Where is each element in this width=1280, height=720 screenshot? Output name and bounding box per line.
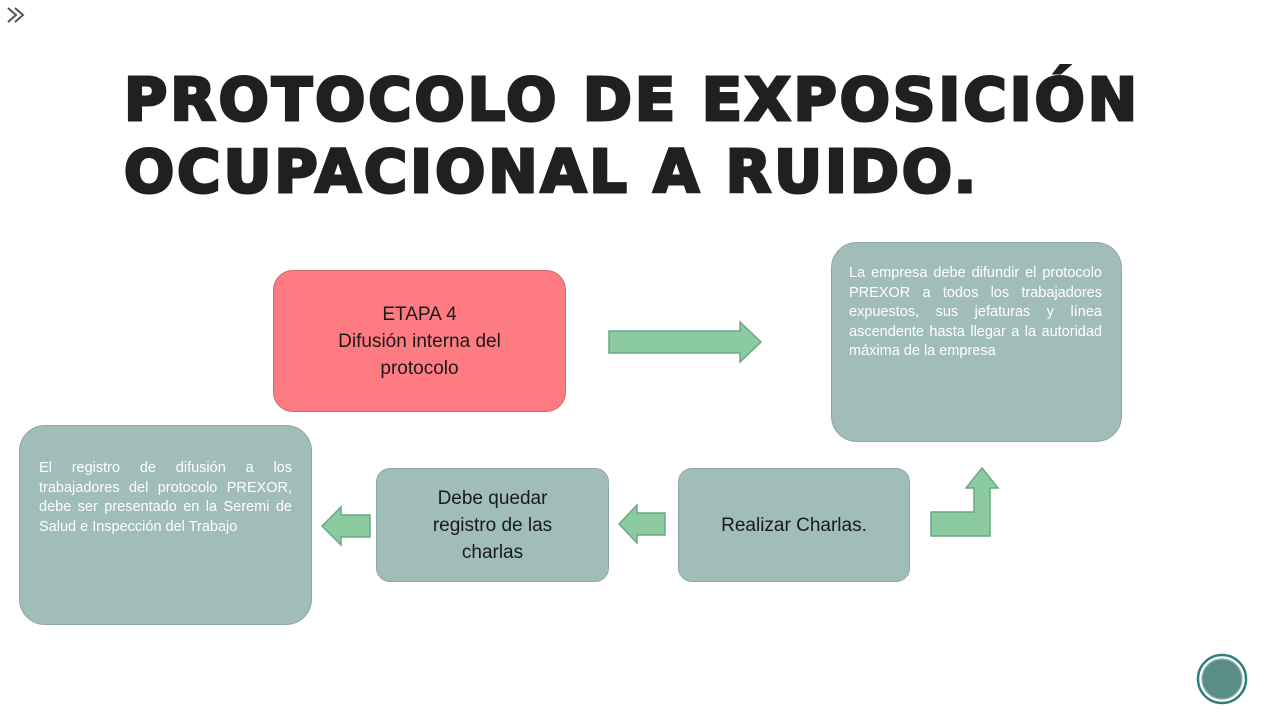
record-line-2: registro de las — [432, 514, 553, 536]
turn-arrow-icon — [930, 466, 1000, 537]
company-diffusion-text: La empresa debe difundir el protocolo PR… — [849, 265, 1102, 359]
record-line-1: Debe quedar — [437, 487, 548, 509]
stage-label: ETAPA 4 — [382, 303, 457, 325]
talks-box: Realizar Charlas. — [678, 468, 910, 582]
right-arrow-icon — [608, 320, 763, 364]
stage-title-line-2: protocolo — [380, 357, 459, 379]
slide-corner-icon — [7, 7, 25, 23]
left-arrow-icon — [320, 505, 371, 547]
title-line-2: OCUPACIONAL A RUIDO. — [122, 136, 980, 208]
title-line-1: PROTOCOLO DE EXPOSICIÓN — [122, 64, 1141, 136]
stage-title-line-1: Difusión interna del — [338, 330, 501, 352]
talks-text: Realizar Charlas. — [721, 514, 867, 536]
seremi-registry-text: El registro de difusión a los trabajador… — [39, 460, 292, 535]
circle-logo-icon — [1196, 653, 1248, 705]
seremi-registry-box: El registro de difusión a los trabajador… — [19, 425, 312, 625]
stage-box: ETAPA 4 Difusión interna del protocolo — [273, 270, 566, 412]
left-arrow-icon — [617, 503, 666, 545]
company-diffusion-box: La empresa debe difundir el protocolo PR… — [831, 242, 1122, 442]
record-box: Debe quedar registro de las charlas — [376, 468, 609, 582]
page-title: PROTOCOLO DE EXPOSICIÓN OCUPACIONAL A RU… — [122, 64, 1224, 208]
record-line-3: charlas — [461, 541, 524, 563]
